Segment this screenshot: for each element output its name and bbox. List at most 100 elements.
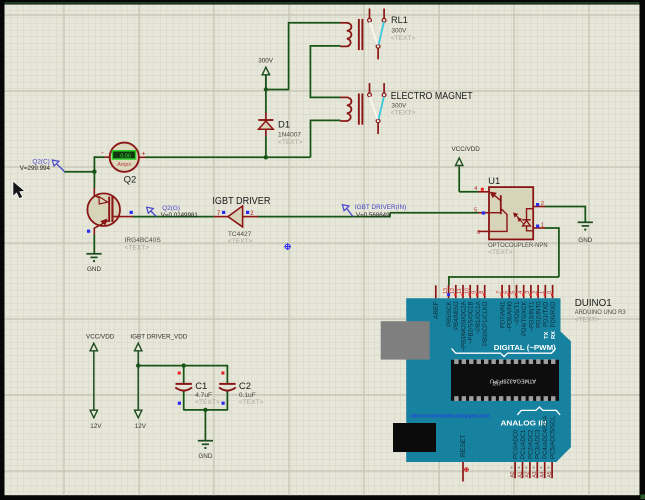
svg-text:0: 0 <box>547 291 553 294</box>
svg-text:D1: D1 <box>278 120 290 131</box>
svg-text:ARDUINO UNO R3: ARDUINO UNO R3 <box>575 309 626 316</box>
svg-text:V=299.994: V=299.994 <box>20 165 51 172</box>
svg-text:2: 2 <box>541 201 544 207</box>
svg-text:C1: C1 <box>195 381 207 392</box>
svg-text:A5: A5 <box>547 471 553 477</box>
svg-text:1N4007: 1N4007 <box>278 132 301 139</box>
svg-text:+: + <box>142 150 146 157</box>
svg-text:<TEXT>: <TEXT> <box>278 139 303 146</box>
svg-text:TC4427: TC4427 <box>228 231 252 238</box>
svg-text:6: 6 <box>477 230 480 236</box>
svg-text:12V: 12V <box>135 423 147 430</box>
svg-text:PC5/ADC5/SCL: PC5/ADC5/SCL <box>551 416 557 459</box>
svg-text:microcontrolandos.blogspot.com: microcontrolandos.blogspot.com <box>411 413 490 419</box>
svg-text:PC4/ADC4/SDA: PC4/ADC4/SDA <box>543 416 549 459</box>
svg-text:1121: 1121 <box>491 381 501 386</box>
svg-text:TX: TX <box>544 331 550 339</box>
svg-text:~PD6/AIN0: ~PD6/AIN0 <box>508 301 514 332</box>
svg-text:RX: RX <box>551 331 557 339</box>
svg-text:U1: U1 <box>488 176 500 187</box>
svg-text:VCC/VDD: VCC/VDD <box>452 146 481 153</box>
svg-text:IRG4BC40S: IRG4BC40S <box>125 237 162 244</box>
svg-text:1: 1 <box>541 222 544 228</box>
svg-text:11: 11 <box>457 288 463 293</box>
svg-text:PC0/ADC0: PC0/ADC0 <box>514 429 520 459</box>
svg-text:2: 2 <box>532 291 538 294</box>
svg-text:IGBT DRIVER(IN): IGBT DRIVER(IN) <box>355 204 406 211</box>
svg-text:13: 13 <box>443 288 449 294</box>
svg-text:5: 5 <box>511 291 517 294</box>
svg-text:A4: A4 <box>540 471 546 477</box>
svg-text:IGBT DRIVER_VDD: IGBT DRIVER_VDD <box>130 334 187 341</box>
svg-text:A0: A0 <box>510 471 516 477</box>
svg-text:~PD5/T1: ~PD5/T1 <box>515 301 521 326</box>
svg-text:<TEXT>: <TEXT> <box>239 399 264 406</box>
svg-text:PC3/ADC3: PC3/ADC3 <box>536 429 542 459</box>
svg-text:<TEXT>: <TEXT> <box>575 316 600 323</box>
svg-text:ANALOG IN: ANALOG IN <box>501 419 547 428</box>
svg-text:PB4/MISO: PB4/MISO <box>454 301 460 330</box>
svg-text:RESET: RESET <box>460 434 467 457</box>
svg-text:Q2(G): Q2(G) <box>162 205 180 212</box>
svg-text:A3: A3 <box>532 471 538 477</box>
svg-text:10: 10 <box>464 288 470 294</box>
svg-text:300V: 300V <box>258 58 274 65</box>
svg-text:6: 6 <box>504 291 510 294</box>
svg-text:PB0/ICP1/CLKO: PB0/ICP1/CLKO <box>483 301 489 346</box>
svg-text:<TEXT>: <TEXT> <box>228 238 253 245</box>
svg-text:5: 5 <box>474 207 477 213</box>
svg-text:PC1/ADC1: PC1/ADC1 <box>521 429 527 459</box>
svg-text:V=0.568649: V=0.568649 <box>356 212 390 219</box>
svg-text:C2: C2 <box>239 381 251 392</box>
svg-text:~PD3/INT1: ~PD3/INT1 <box>529 301 535 332</box>
svg-text:Q2(C): Q2(C) <box>32 159 49 166</box>
svg-text:<TEXT>: <TEXT> <box>125 245 150 252</box>
svg-text:~PB2/SS/OC1B: ~PB2/SS/OC1B <box>469 302 475 345</box>
svg-text:PD0/RXD: PD0/RXD <box>551 301 557 328</box>
svg-text:~PB1/OC1A: ~PB1/OC1A <box>476 302 482 335</box>
svg-text:-: - <box>101 150 104 157</box>
svg-text:RL1: RL1 <box>391 15 408 25</box>
svg-text:IGBT DRIVER: IGBT DRIVER <box>212 196 270 207</box>
svg-text:PB5/SCK: PB5/SCK <box>447 302 453 327</box>
svg-text:ELECTRO MAGNET: ELECTRO MAGNET <box>391 91 473 102</box>
svg-text:<TEXT>: <TEXT> <box>195 399 220 406</box>
svg-text:2: 2 <box>250 211 254 217</box>
svg-text:PD2/INT0: PD2/INT0 <box>537 301 543 328</box>
svg-text:~PB3/MOSI/OC2A: ~PB3/MOSI/OC2A <box>461 302 467 352</box>
svg-text:4: 4 <box>518 291 524 294</box>
svg-text:PD1/TXD: PD1/TXD <box>544 301 550 327</box>
svg-text:4: 4 <box>474 186 477 192</box>
svg-text:7: 7 <box>496 291 502 294</box>
svg-text:Amps: Amps <box>116 162 131 168</box>
svg-text:<TEXT>: <TEXT> <box>391 110 416 117</box>
svg-text:A2: A2 <box>525 471 531 477</box>
svg-text:0.00: 0.00 <box>120 154 131 160</box>
svg-text:300V: 300V <box>391 102 407 109</box>
svg-text:AREF: AREF <box>433 301 440 318</box>
svg-text:V=0.0249981: V=0.0249981 <box>161 212 199 219</box>
svg-text:12V: 12V <box>90 423 102 430</box>
svg-text:300V: 300V <box>391 27 407 34</box>
svg-text:4.7uF: 4.7uF <box>195 392 212 399</box>
svg-text:7: 7 <box>217 211 221 217</box>
svg-text:PC2/ADC2: PC2/ADC2 <box>528 429 534 459</box>
svg-text:9: 9 <box>472 291 478 294</box>
svg-text:DUINO1: DUINO1 <box>575 298 612 309</box>
svg-text:DIGITAL (~PWM): DIGITAL (~PWM) <box>494 343 556 352</box>
svg-text:<TEXT>: <TEXT> <box>391 35 416 42</box>
svg-text:0.1uF: 0.1uF <box>239 392 256 399</box>
svg-text:ATMEGA328P-PU: ATMEGA328P-PU <box>490 377 536 383</box>
svg-text:<TEXT>: <TEXT> <box>488 249 513 256</box>
svg-text:PD7/AIN1: PD7/AIN1 <box>501 301 507 328</box>
svg-text:GND: GND <box>198 453 212 460</box>
svg-text:GND: GND <box>578 237 592 244</box>
svg-text:OPTOCOUPLER-NPN: OPTOCOUPLER-NPN <box>488 242 548 249</box>
svg-text:3: 3 <box>525 291 531 294</box>
svg-text:1: 1 <box>540 291 546 294</box>
svg-text:GND: GND <box>87 266 101 273</box>
svg-text:VCC/VDD: VCC/VDD <box>86 334 115 341</box>
svg-text:PD4/T0/XCK: PD4/T0/XCK <box>522 302 528 336</box>
svg-text:A1: A1 <box>517 471 523 477</box>
svg-text:12: 12 <box>450 288 456 294</box>
